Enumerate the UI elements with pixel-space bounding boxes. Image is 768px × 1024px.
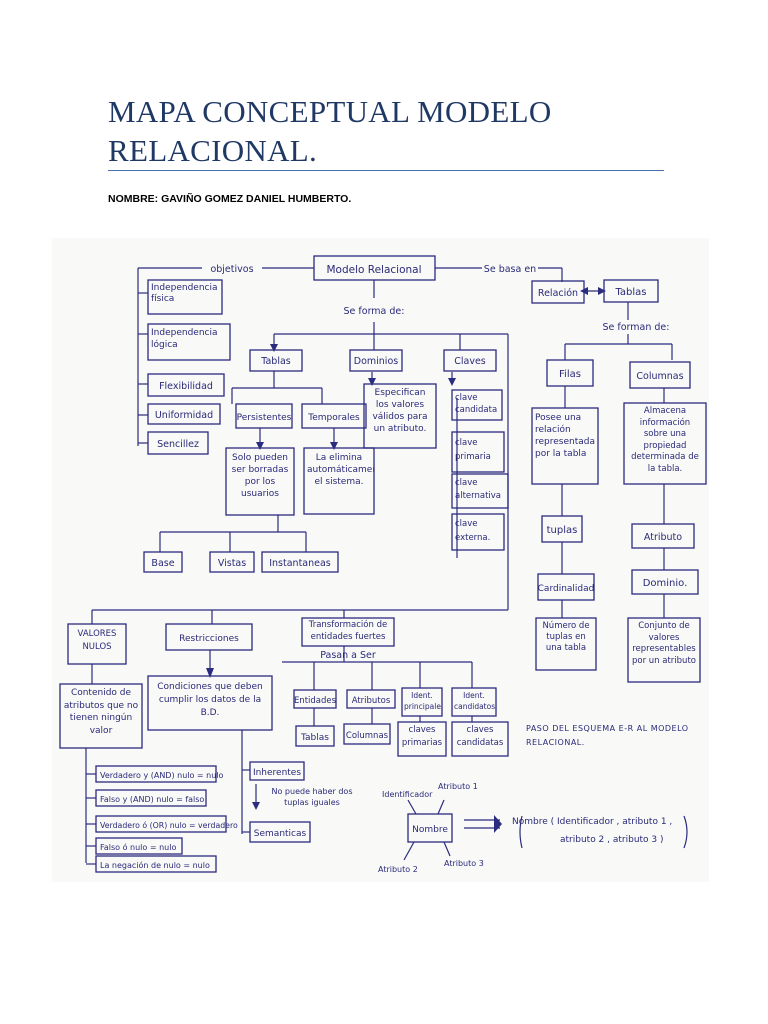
node-instantaneas: Instantaneas — [269, 558, 331, 569]
label-se-basa-en: Se basa en — [484, 264, 536, 275]
objetivo-flexibilidad: Flexibilidad — [159, 381, 213, 392]
label-se-forman-de: Se forman de: — [603, 322, 670, 333]
label-se-forma-de: Se forma de: — [344, 306, 405, 317]
node-tuplas: tuplas — [547, 525, 578, 536]
node-entidades: Entidades — [294, 696, 337, 706]
page-title: MAPA CONCEPTUAL MODELO RELACIONAL. — [108, 92, 668, 170]
logic-rule-5: La negación de nulo = nulo — [100, 860, 210, 870]
node-tablas: Tablas — [260, 356, 291, 367]
er-label-atributo-1: Atributo 1 — [438, 782, 478, 791]
node-columnas: Columnas — [636, 371, 683, 382]
node-boxes — [59, 255, 707, 873]
node-inherentes: Inherentes — [253, 768, 301, 778]
node-vistas: Vistas — [218, 558, 246, 569]
node-claves-primarias: claves primarias — [401, 725, 443, 748]
title-line-2: RELACIONAL. — [108, 133, 318, 168]
node-transformacion: Transformación de entidades fuertes — [308, 620, 388, 642]
columnas-description: Almacena información sobre una propiedad… — [631, 406, 699, 474]
node-cardinalidad: Cardinalidad — [538, 584, 595, 594]
er-formula-line-1: Nombre ( Identificador , atributo 1 , — [512, 817, 672, 827]
er-label-atributo-3: Atributo 3 — [444, 859, 484, 868]
clave-primaria: clave primaria — [455, 438, 491, 462]
valores-nulos-description: Contenido de atributos que no tienen nin… — [63, 688, 139, 736]
node-semanticas: Semanticas — [254, 829, 307, 839]
concept-map-scan: Modelo Relacional objetivos Se basa en S… — [52, 238, 709, 882]
inherentes-description: No puede haber dos tuplas iguales — [271, 787, 353, 807]
restricciones-description: Condiciones que deben cumplir los datos … — [157, 682, 263, 718]
er-label-atributo-2: Atributo 2 — [378, 865, 418, 874]
root-concept: Modelo Relacional — [326, 264, 421, 276]
node-atributo: Atributo — [644, 532, 682, 543]
node-tablas-result: Tablas — [300, 733, 329, 743]
node-relacion: Relación — [538, 288, 578, 299]
logic-rule-3: Verdadero ó (OR) nulo = verdadero — [100, 821, 238, 830]
logic-rule-1: Verdadero y (AND) nulo = nulo — [100, 771, 224, 780]
clave-externa: clave externa. — [455, 519, 491, 543]
temporales-description: La elimina automáticamente el sistema. — [307, 453, 374, 487]
node-persistentes: Persistentes — [237, 413, 292, 423]
logic-rule-4: Falso ó nulo = nulo — [100, 842, 176, 852]
concept-map: Modelo Relacional objetivos Se basa en S… — [59, 255, 707, 874]
node-valores-nulos: Valores nulos — [77, 629, 117, 652]
node-claves-candidatas: claves candidatas — [456, 725, 504, 748]
author-name: NOMBRE: GAVIÑO GOMEZ DANIEL HUMBERTO. — [108, 193, 352, 205]
arrowheads — [206, 287, 606, 833]
clave-candidata: clave candidata — [455, 393, 498, 415]
title-line-1: MAPA CONCEPTUAL MODELO — [108, 94, 552, 129]
node-dominio: Dominio. — [643, 578, 688, 589]
objetivo-independencia-fisica: Independencia física — [151, 283, 218, 304]
node-filas: Filas — [559, 369, 581, 380]
node-ident-candidatos: Ident. candidatos — [454, 691, 496, 711]
logic-rule-2: Falso y (AND) nulo = falso — [100, 795, 204, 804]
node-dominios: Dominios — [354, 356, 398, 367]
er-label-identificador: Identificador — [382, 790, 433, 799]
objetivo-independencia-logica: Independencia lógica — [151, 328, 218, 350]
dominios-description: Especifican los valores válidos para un … — [372, 388, 428, 434]
objetivo-uniformidad: Uniformidad — [155, 410, 213, 421]
er-formula-line-2: atributo 2 , atributo 3 ) — [560, 835, 664, 845]
objetivo-sencillez: Sencillez — [157, 439, 199, 450]
er-entity-nombre: Nombre — [412, 825, 448, 835]
label-objetivos: objetivos — [210, 264, 253, 275]
node-labels: Modelo Relacional objetivos Se basa en S… — [63, 264, 699, 874]
node-temporales: Temporales — [307, 413, 360, 423]
label-pasan-a-ser: Pasan a Ser — [320, 650, 376, 661]
clave-alternativa: clave alternativa — [455, 478, 502, 501]
node-restricciones: Restricciones — [179, 634, 239, 644]
node-ident-principales: Ident. principales — [404, 691, 442, 711]
title-divider — [108, 170, 664, 171]
dominio-description: Conjunto de valores representables por u… — [632, 621, 696, 666]
node-tablas-top: Tablas — [614, 287, 646, 298]
persistentes-description: Solo pueden ser borradas por los usuario… — [231, 453, 289, 499]
cardinalidad-description: Número de tuplas en una tabla — [542, 621, 590, 653]
filas-description: Posee una relación representada por la t… — [535, 413, 595, 459]
node-atributos: Atributos — [352, 696, 391, 706]
node-columnas-result: Columnas — [346, 731, 389, 741]
er-step-title: Paso del esquema E-R al modelo relaciona… — [526, 724, 689, 747]
node-base: Base — [151, 558, 174, 569]
node-claves: Claves — [454, 356, 486, 367]
